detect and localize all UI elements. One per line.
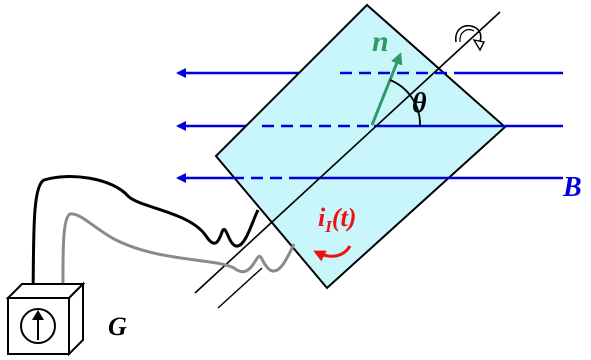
field-label: B	[562, 172, 582, 203]
theta-arc	[389, 79, 421, 127]
rotation-axis	[194, 11, 501, 294]
normal-label: n	[372, 25, 389, 58]
galvanometer	[5, 281, 86, 357]
theta-label: θ	[412, 88, 427, 119]
field-lines-front	[232, 71, 563, 180]
normal-vector-arrow	[370, 52, 403, 126]
lead-wire-black	[31, 175, 260, 295]
galvanometer-side-face	[68, 281, 84, 357]
current-label-argument: (t)	[332, 203, 357, 232]
galvanometer-label: G	[108, 312, 127, 341]
lead-wire-gray	[61, 212, 296, 295]
galvanometer-up-arrow-icon	[20, 308, 56, 344]
current-label-main: i	[318, 203, 326, 232]
rotation-arrow-icon	[455, 24, 486, 52]
current-arrow	[313, 245, 352, 262]
current-label-subscript: I	[324, 217, 333, 236]
current-label: iI(t)	[318, 203, 356, 236]
rotation-axis-parallel	[217, 267, 263, 309]
current-loop	[214, 3, 507, 290]
